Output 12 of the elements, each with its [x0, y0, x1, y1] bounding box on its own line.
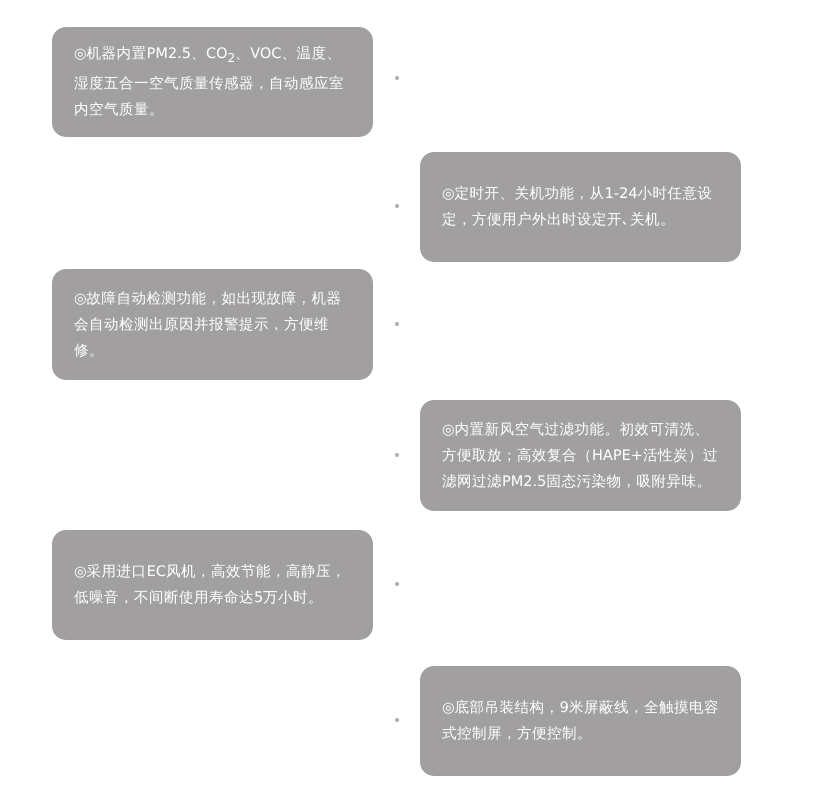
feature-text: ◎采用进口EC风机，高效节能，高静压，低噪音，不间断使用寿命达5万小时。	[74, 562, 347, 608]
feature-text: ◎故障自动检测功能，如出现故障，机器会自动检测出原因并报警提示，方便维修。	[74, 290, 343, 360]
feature-text: ◎内置新风空气过滤功能。初效可清洗、方便取放；高效复合（HAPE+活性炭）过滤网过滤PM2.5固态污染物，吸附异味。	[442, 420, 719, 492]
feature-text: ◎定时开、关机功能，从1-24小时任意设定，方便用户外出时设定开､关机。	[442, 184, 714, 230]
feature-box	[420, 152, 741, 262]
feature-box	[52, 269, 373, 380]
feature-text: ◎机器内置PM2.5、CO$_{2}$、VOC、温度、湿度五合一空气质量传感器，自动感应室内空气质量。	[74, 44, 345, 120]
feature-box	[420, 666, 741, 776]
feature-text: ◎底部吊装结构，9米屏蔽线，全触摸电容式控制屏，方便控制。	[442, 698, 720, 744]
feature-box	[52, 27, 373, 137]
feature-box	[52, 530, 373, 640]
feature-box	[420, 400, 741, 511]
